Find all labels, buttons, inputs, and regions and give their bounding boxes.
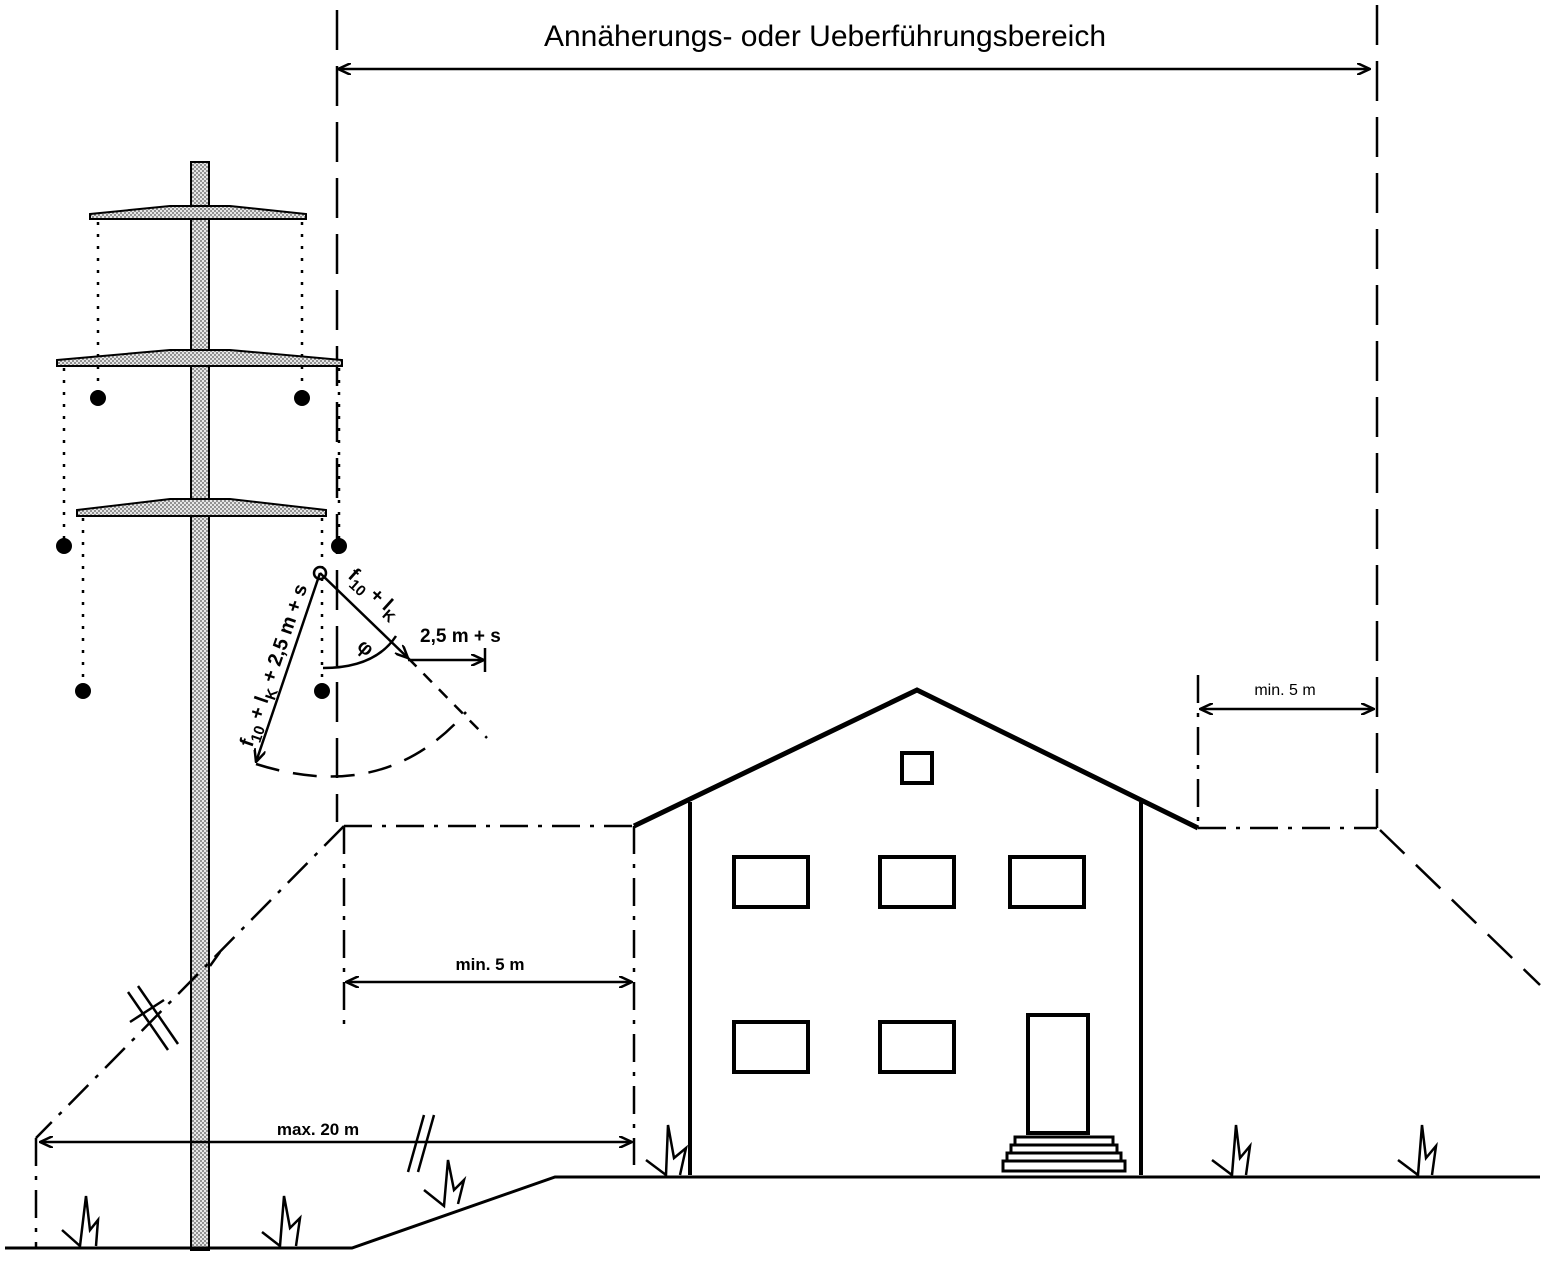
min-distance-right-label: min. 5 m	[1254, 682, 1315, 699]
front-door	[1026, 1013, 1090, 1135]
conductor-dot	[75, 683, 91, 699]
max-distance-label: max. 20 m	[277, 1120, 359, 1139]
conductor-dot	[90, 390, 106, 406]
grass-tuft	[261, 1195, 302, 1249]
house-roof	[632, 687, 1200, 831]
grass-tuft	[1211, 1124, 1252, 1178]
entrance-steps	[1001, 1135, 1127, 1173]
window	[878, 1020, 956, 1074]
grass-tuft	[1397, 1124, 1438, 1178]
house	[632, 687, 1200, 1175]
swing-construction: f10 + lK + 2,5 m + s f10 + lK φ 2,5 m + …	[236, 564, 501, 778]
ground-line	[5, 1175, 1540, 1250]
sag-radius-arrow	[256, 572, 322, 762]
cross-arm-middle	[56, 349, 343, 367]
insulator-strings	[62, 222, 341, 685]
mast-zone-tick	[208, 951, 222, 967]
conductor-dot	[56, 538, 72, 554]
clearance-envelope-arc	[255, 711, 467, 778]
swing-angle-arc	[322, 635, 398, 670]
power-mast	[56, 161, 347, 1251]
grass-tufts	[61, 1124, 1438, 1249]
mast-shaft	[190, 161, 210, 1251]
cross-arm-bottom	[76, 498, 327, 517]
conductor-dot	[331, 538, 347, 554]
window	[878, 855, 956, 909]
swing-sag-arrow	[319, 572, 408, 658]
min-distance-left-label: min. 5 m	[456, 955, 525, 974]
window	[1008, 855, 1086, 909]
grass-tuft	[645, 1124, 689, 1178]
clearance-label: 2,5 m + s	[420, 626, 501, 647]
window	[732, 855, 810, 909]
protection-zone-outline	[34, 675, 1541, 1248]
swing-sag-label: f10 + lK	[340, 564, 405, 626]
grass-tuft	[423, 1159, 467, 1209]
break-marks	[126, 985, 436, 1173]
attic-window	[900, 751, 934, 785]
cross-arm-top	[89, 205, 307, 220]
grass-tuft	[61, 1195, 100, 1249]
conductor-dot	[294, 390, 310, 406]
conductor-dot	[314, 683, 330, 699]
swing-extension-dashed	[407, 657, 488, 739]
zone-title: Annäherungs- oder Ueberführungsbereich	[544, 20, 1106, 53]
window	[732, 1020, 810, 1074]
sag-radius-label: f10 + lK + 2,5 m + s	[236, 581, 317, 751]
